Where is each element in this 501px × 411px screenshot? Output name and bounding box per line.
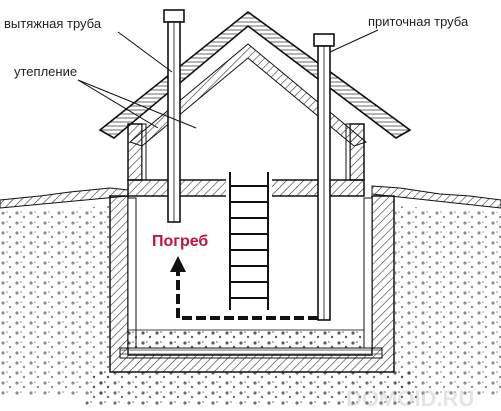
leader-lines [77,29,379,129]
pit-walls [109,195,395,373]
label-cellar: Погреб [152,233,208,250]
watermark: DOMOID.RU [346,386,474,411]
floor-slab [127,178,365,198]
label-exhaust-pipe: вытяжная труба [4,16,102,31]
roof [98,10,412,180]
airflow-arrow [170,256,318,320]
ground [0,185,501,405]
supply-pipe [313,33,335,321]
ladder [229,172,269,310]
label-supply-pipe: приточная труба [368,14,469,29]
label-insulation: утепление [14,64,77,79]
